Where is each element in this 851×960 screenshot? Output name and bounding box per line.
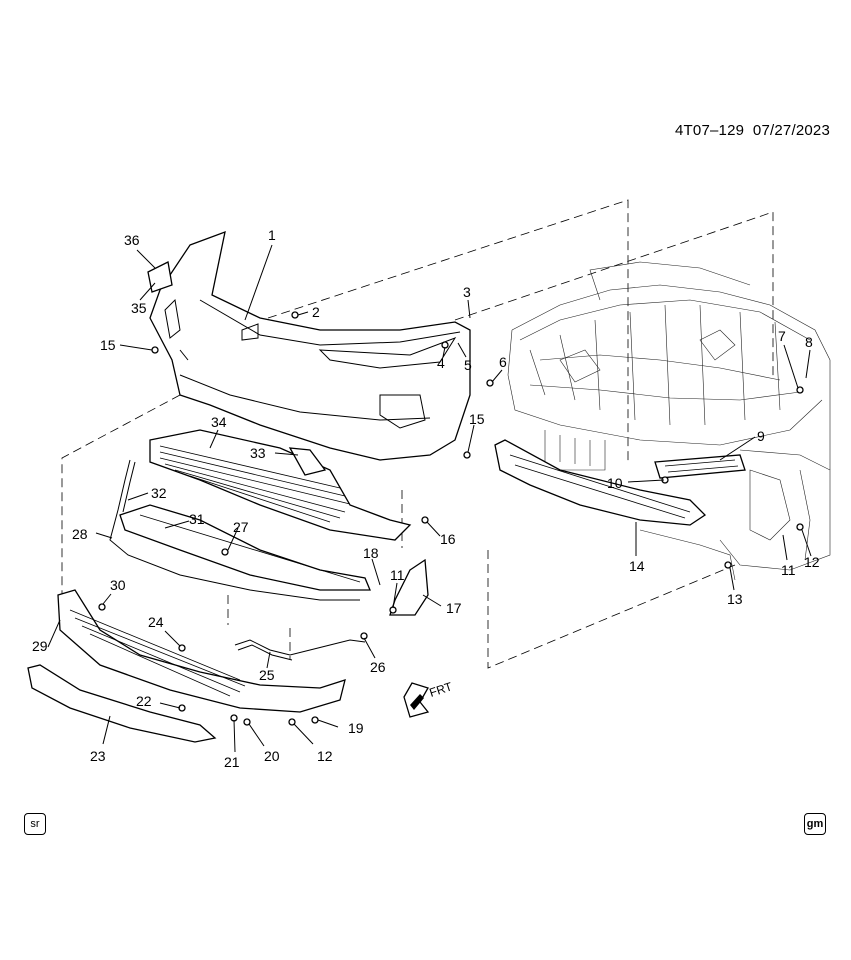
- callout-28: 28: [72, 526, 88, 542]
- callout-25: 25: [259, 667, 275, 683]
- callout-13: 13: [727, 591, 743, 607]
- callout-18: 18: [363, 545, 379, 561]
- callout-6: 6: [499, 354, 507, 370]
- callout-15-right: 15: [469, 411, 485, 427]
- callout-36: 36: [124, 232, 140, 248]
- wiring-28-32: [109, 459, 360, 601]
- callout-30: 30: [110, 577, 126, 593]
- harness-25-26: [234, 639, 366, 661]
- fasteners: [98, 311, 804, 726]
- callout-9: 9: [757, 428, 765, 444]
- absorber-9: [654, 454, 746, 479]
- callout-14: 14: [629, 558, 645, 574]
- deflector-31: [119, 504, 371, 591]
- callout-19: 19: [348, 720, 364, 736]
- lower-grille-34: [149, 429, 412, 541]
- callout-12-lower: 12: [317, 748, 333, 764]
- callout-29: 29: [32, 638, 48, 654]
- callout-7: 7: [778, 328, 786, 344]
- callout-22: 22: [136, 693, 152, 709]
- callout-26: 26: [370, 659, 386, 675]
- reference-dashed-lines: [61, 199, 774, 669]
- callout-35: 35: [131, 300, 147, 316]
- gm-logo-badge: gm: [804, 813, 826, 835]
- lower-fascia-29: [57, 589, 346, 713]
- callout-17: 17: [446, 600, 462, 616]
- callout-33: 33: [250, 445, 266, 461]
- callout-10: 10: [607, 475, 623, 491]
- callout-20: 20: [264, 748, 280, 764]
- callout-3: 3: [463, 284, 471, 300]
- bracket-17: [389, 558, 429, 616]
- diagram-code: 4T07–129: [675, 122, 745, 139]
- callout-34: 34: [211, 414, 227, 430]
- callout-11-lower: 11: [390, 567, 405, 583]
- callout-31: 31: [189, 511, 205, 527]
- leader-lines: [47, 244, 812, 753]
- front-fascia-1: [149, 230, 471, 461]
- callout-2: 2: [312, 304, 320, 320]
- callout-labels: 1 2 3 4 5 6 7 8 9 10 11 11 12 12 13 14 1…: [32, 227, 820, 770]
- callout-12-right: 12: [804, 554, 820, 570]
- callout-27: 27: [233, 519, 249, 535]
- front-label: FRT: [428, 679, 455, 700]
- vehicle-front-structure: [507, 261, 831, 581]
- callout-1: 1: [268, 227, 276, 243]
- callout-24: 24: [148, 614, 164, 630]
- callout-16: 16: [440, 531, 456, 547]
- insert-33: [288, 447, 327, 476]
- callout-21: 21: [224, 754, 240, 770]
- callout-32: 32: [151, 485, 167, 501]
- callout-23: 23: [90, 748, 106, 764]
- sr-badge: sr: [24, 813, 46, 835]
- callout-11-right: 11: [781, 562, 796, 578]
- impact-bar-14: [494, 439, 707, 526]
- callout-4: 4: [437, 355, 445, 371]
- callout-15-left: 15: [100, 337, 116, 353]
- diagram-date: 07/27/2023: [752, 122, 830, 139]
- front-direction-indicator: FRT: [403, 679, 455, 718]
- callout-5: 5: [464, 357, 472, 373]
- callout-8: 8: [805, 334, 813, 350]
- diagram-header: 4T07–129 07/27/2023: [640, 122, 830, 139]
- lower-trim-23: [27, 664, 217, 743]
